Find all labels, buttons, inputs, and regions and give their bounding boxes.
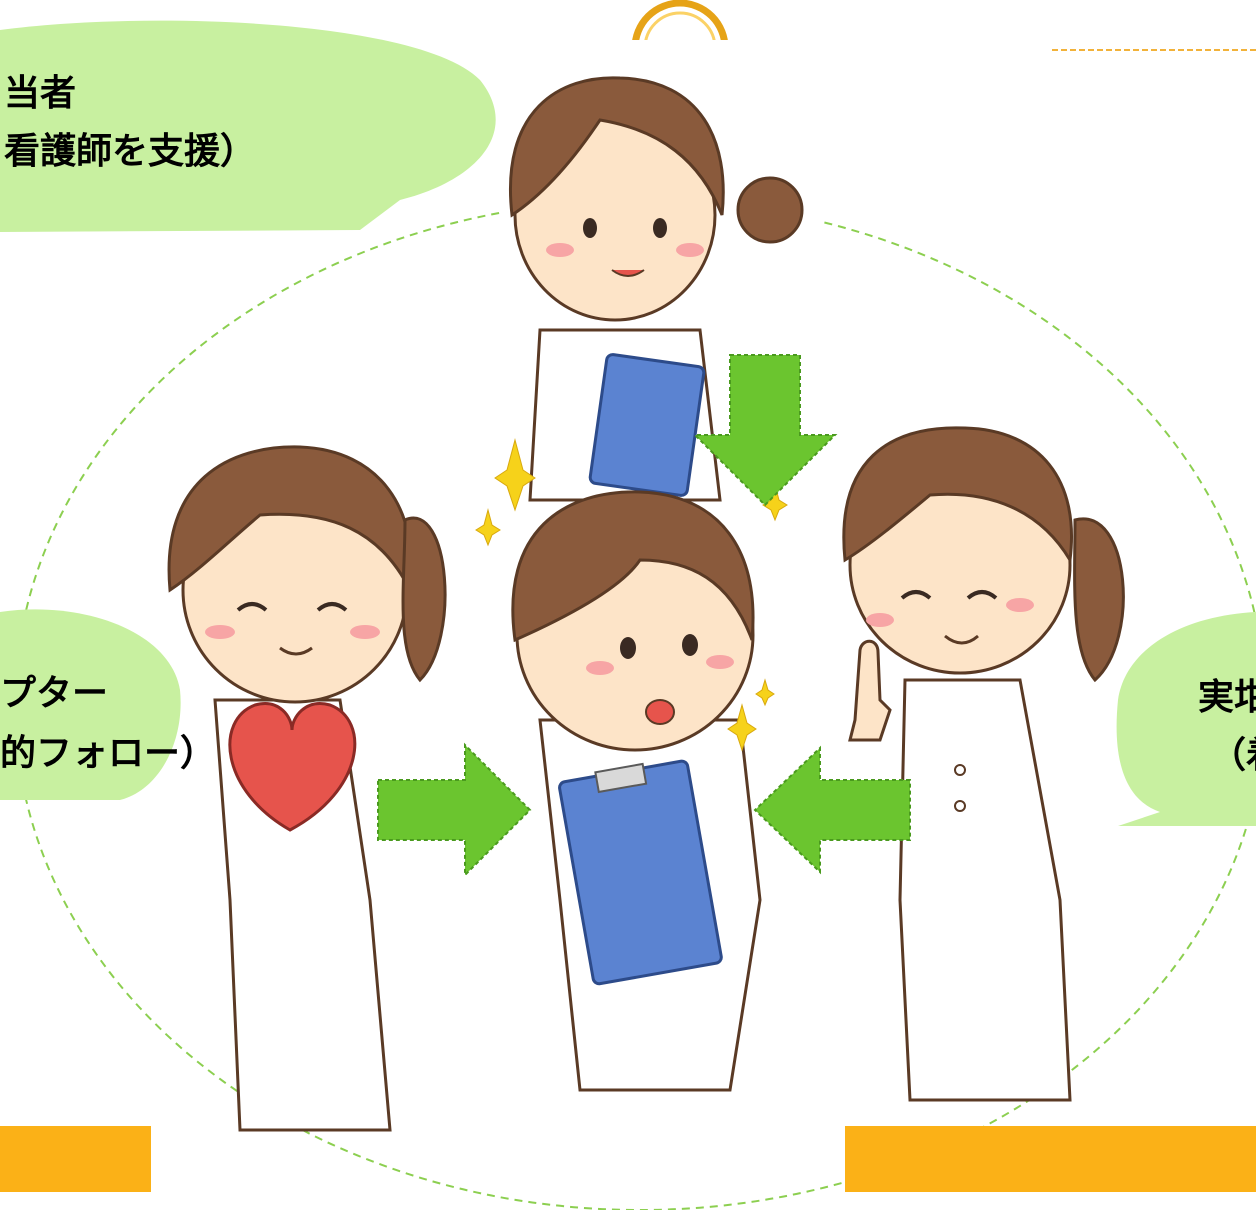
orange-ring-icon <box>631 0 729 49</box>
bottom-right-bar <box>845 1126 1256 1192</box>
nurse-left-icon <box>167 445 447 1132</box>
heart-icon <box>228 702 357 832</box>
left-label-line2: 的フォロー） <box>0 733 217 774</box>
arrow-left-icon <box>753 745 911 875</box>
left-bubble <box>0 609 181 800</box>
top-label-line2: 看護師を支援） <box>4 131 257 172</box>
bottom-left-bar <box>0 1126 151 1192</box>
right-bubble <box>1116 612 1256 826</box>
right-label-line1: 実坩 <box>1198 677 1256 718</box>
nurse-right-icon <box>842 426 1125 1102</box>
top-label-line1: 当者 <box>4 73 77 114</box>
arrow-down-icon <box>692 354 838 507</box>
nurse-center-icon <box>511 490 762 1092</box>
arrow-right-icon <box>377 742 532 878</box>
clipboard-icon <box>588 353 706 497</box>
top-bubble <box>0 20 496 233</box>
left-label-line1: プター <box>0 673 109 714</box>
right-label-line2: （着 <box>1210 735 1256 776</box>
